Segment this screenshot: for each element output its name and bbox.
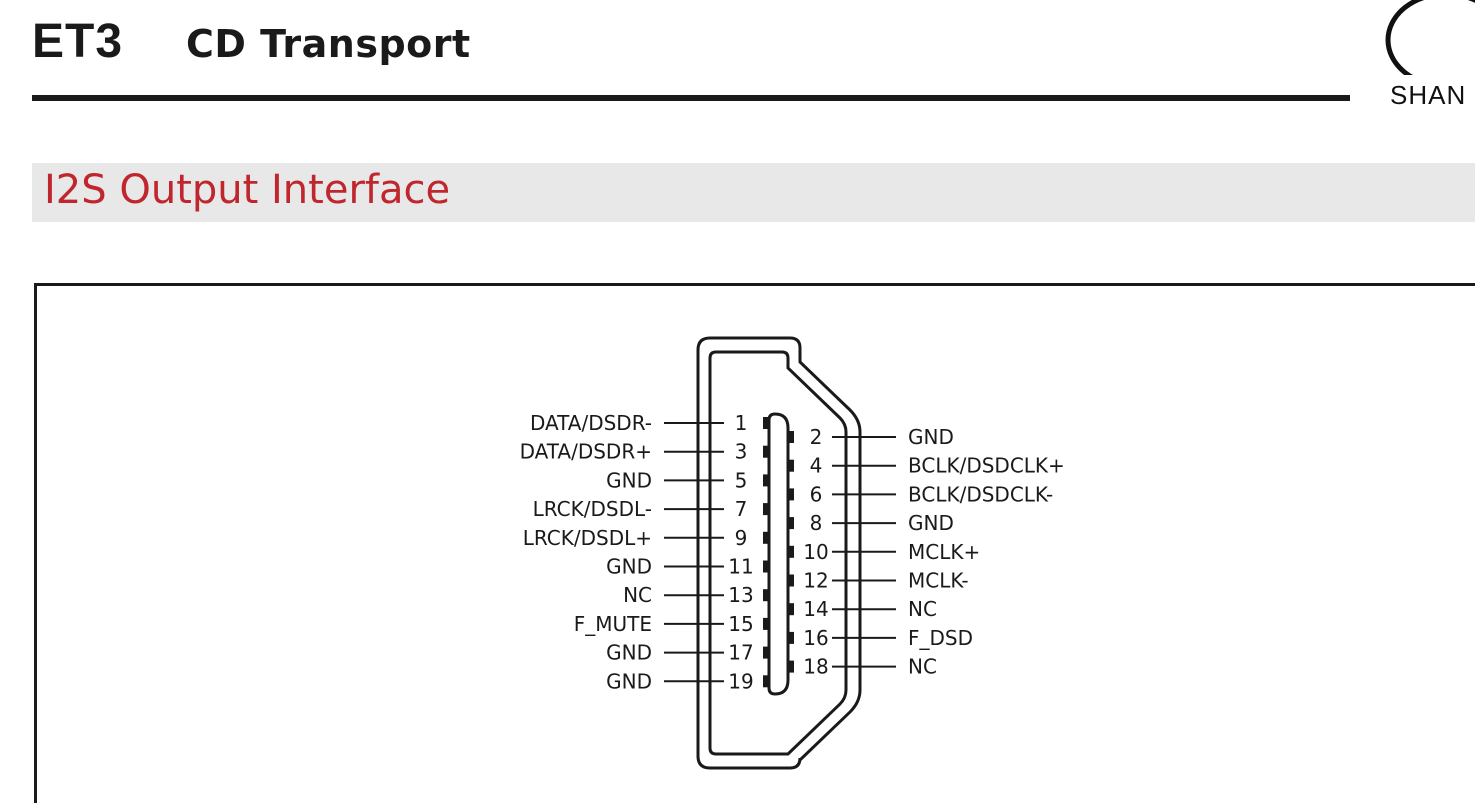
pin-row-11: GND 11 <box>606 555 770 579</box>
pin-row-12: 12 MCLK- <box>787 569 969 593</box>
pin-contact <box>787 660 794 673</box>
connector-outline <box>696 336 862 770</box>
pin-row-15: F_MUTE 15 <box>574 612 770 636</box>
pin-row-17: GND 17 <box>606 641 770 665</box>
pin-row-4: 4 BCLK/DSDCLK+ <box>787 454 1065 478</box>
pin-contact <box>763 560 770 573</box>
pin-contact <box>787 574 794 587</box>
pin-contact <box>763 417 770 429</box>
pin-row-16: 16 F_DSD <box>787 626 973 650</box>
pin-row-2: 2 GND <box>787 425 954 449</box>
pin-contact <box>787 545 794 558</box>
pin-contact <box>763 589 770 602</box>
pin-number-label: 13 <box>728 583 753 607</box>
pin-number-label: 6 <box>810 482 823 506</box>
pin-signal-label: GND <box>606 555 652 579</box>
pin-signal-label: GND <box>908 511 954 535</box>
logo-text: SHAN <box>1390 80 1467 110</box>
pin-row-7: LRCK/DSDL- 7 <box>533 497 770 521</box>
header-rule <box>32 95 1350 101</box>
connector-tongue <box>767 412 790 696</box>
pin-contact <box>787 459 794 472</box>
pin-number-label: 19 <box>728 669 753 693</box>
pin-number-label: 5 <box>735 468 748 492</box>
pin-row-1: DATA/DSDR- 1 <box>530 411 770 435</box>
pin-number-label: 17 <box>728 641 753 665</box>
pin-contact <box>763 445 770 458</box>
pin-signal-label: F_DSD <box>908 626 973 650</box>
pin-signal-label: NC <box>623 583 652 607</box>
pin-signal-label: MCLK- <box>908 569 969 593</box>
pin-signal-label: DATA/DSDR- <box>530 411 652 435</box>
pin-signal-label: NC <box>908 597 937 621</box>
pin-signal-label: MCLK+ <box>908 540 980 564</box>
brand-logo: SHAN <box>1380 0 1475 110</box>
pin-contact <box>787 631 794 644</box>
section-title: I2S Output Interface <box>44 167 451 213</box>
pin-contact <box>763 646 770 659</box>
pin-row-6: 6 BCLK/DSDCLK- <box>787 482 1053 506</box>
pin-signal-label: DATA/DSDR+ <box>520 440 652 464</box>
pin-number-label: 1 <box>735 411 748 435</box>
pin-row-5: GND 5 <box>606 468 770 492</box>
pin-row-14: 14 NC <box>787 597 937 621</box>
pin-signal-label: LRCK/DSDL- <box>533 497 652 521</box>
pin-number-label: 14 <box>803 597 828 621</box>
pin-signal-label: LRCK/DSDL+ <box>523 526 652 550</box>
pin-contact <box>787 431 794 443</box>
pin-row-3: DATA/DSDR+ 3 <box>520 440 770 464</box>
pin-signal-label: F_MUTE <box>574 612 652 636</box>
pin-number-label: 15 <box>728 612 753 636</box>
pin-contact <box>787 517 794 530</box>
pin-signal-label: GND <box>908 425 954 449</box>
pin-signal-label: GND <box>606 641 652 665</box>
pin-number-label: 8 <box>810 511 823 535</box>
section-header: I2S Output Interface <box>32 163 1475 222</box>
pin-contact <box>763 675 770 688</box>
pin-row-18: 18 NC <box>787 655 937 679</box>
pin-number-label: 2 <box>810 425 823 449</box>
connector-inner-shell <box>708 350 848 756</box>
pin-signal-label: GND <box>606 468 652 492</box>
pin-number-label: 7 <box>735 497 748 521</box>
pin-row-9: LRCK/DSDL+ 9 <box>523 526 770 550</box>
pin-number-label: 12 <box>803 569 828 593</box>
pin-signal-label: BCLK/DSDCLK- <box>908 482 1053 506</box>
pin-row-8: 8 GND <box>787 511 954 535</box>
pin-number-label: 4 <box>810 454 823 478</box>
pin-number-label: 18 <box>803 655 828 679</box>
pin-row-10: 10 MCLK+ <box>787 540 980 564</box>
pin-row-13: NC 13 <box>623 583 770 607</box>
pin-row-19: GND 19 <box>606 669 770 693</box>
product-title: CD Transport <box>186 22 471 66</box>
diagram-frame <box>34 283 1475 803</box>
pin-contact <box>763 474 770 487</box>
pin-contact <box>763 531 770 544</box>
logo-mark-icon <box>1380 0 1475 110</box>
pin-number-label: 3 <box>735 440 748 464</box>
pin-contact <box>787 603 794 616</box>
connector-outer-shell <box>696 336 862 770</box>
model-title: ET3 <box>32 15 124 68</box>
pin-signal-label: NC <box>908 655 937 679</box>
pin-number-label: 16 <box>803 626 828 650</box>
pin-contact <box>763 503 770 516</box>
pin-contact <box>763 617 770 630</box>
pin-signal-label: GND <box>606 669 652 693</box>
pin-signal-label: BCLK/DSDCLK+ <box>908 454 1065 478</box>
pin-number-label: 11 <box>728 555 753 579</box>
pin-contact <box>787 488 794 501</box>
pin-number-label: 9 <box>735 526 748 550</box>
pin-number-label: 10 <box>803 540 828 564</box>
